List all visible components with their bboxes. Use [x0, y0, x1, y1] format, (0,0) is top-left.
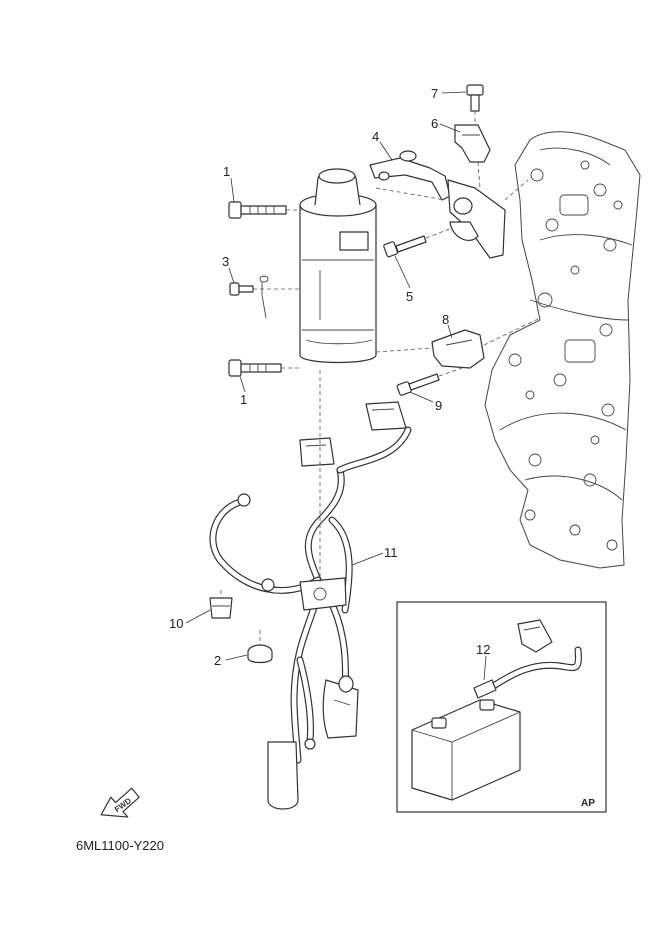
callout-7: 7: [431, 86, 438, 101]
bolt-1-upper: [228, 201, 302, 219]
callouts: 1 1 2 3 4 5 6 7 8 9 10 11 12: [169, 86, 490, 668]
callout-5: 5: [406, 289, 413, 304]
starter-motor: [299, 168, 377, 364]
diagram-code: 6ML1100-Y220: [76, 838, 164, 853]
bolt-7: [466, 84, 484, 125]
callout-1-upper: 1: [223, 164, 230, 179]
screw-3: [229, 275, 302, 319]
callout-1-lower: 1: [240, 392, 247, 407]
callout-10: 10: [169, 616, 183, 631]
callout-8: 8: [442, 312, 449, 327]
callout-2: 2: [214, 653, 221, 668]
wire-harness-11: [209, 370, 412, 810]
clip-10: [209, 590, 233, 619]
callout-4: 4: [372, 129, 379, 144]
battery-cable-12: [473, 619, 582, 699]
bolt-5: [383, 227, 453, 258]
callout-11: 11: [384, 545, 398, 560]
inset-label: AP: [581, 798, 595, 809]
engine-block: [484, 131, 641, 569]
clamp-8: [375, 317, 541, 369]
callout-12: 12: [476, 642, 490, 657]
callout-3: 3: [222, 254, 229, 269]
bolt-1-lower: [228, 359, 302, 377]
fwd-arrow: FWD: [100, 787, 140, 818]
battery: [411, 699, 521, 801]
nut-2: [247, 630, 273, 664]
bracket-4: [369, 150, 529, 259]
inset-box: AP: [396, 601, 607, 813]
callout-9: 9: [435, 398, 442, 413]
callout-6: 6: [431, 116, 438, 131]
leader-lines: [185, 91, 487, 681]
bolt-9: [396, 367, 463, 396]
clamp-6: [454, 124, 491, 189]
